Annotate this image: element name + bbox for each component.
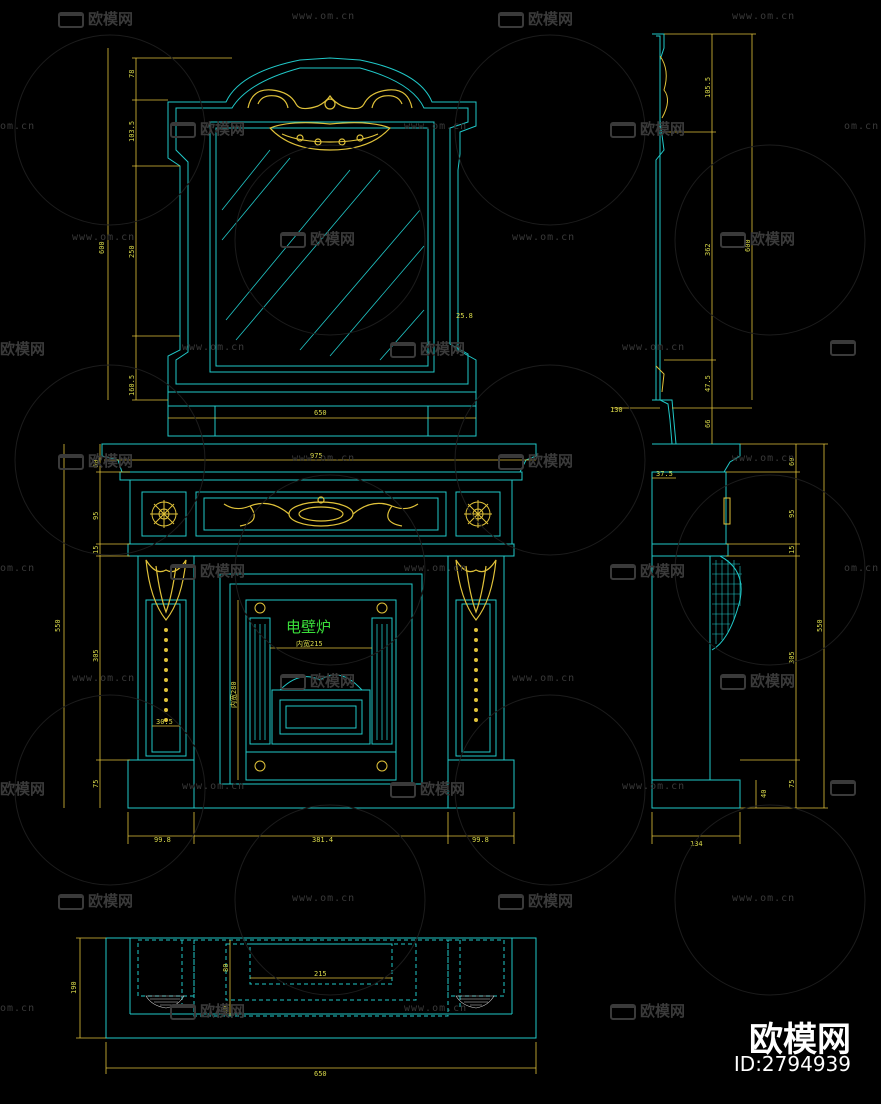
dim-side-top: 105.5 [704, 77, 712, 98]
watermark-url: www.om.cn [182, 781, 246, 792]
dim-total-h: 550 [54, 619, 62, 632]
dim-side-130: 130 [610, 406, 623, 414]
watermark: 欧模网 [610, 560, 685, 581]
dim-mantel-h: 60 [92, 460, 100, 468]
dim-width-975: 975 [310, 452, 323, 460]
watermark-url: www.om.cn [732, 11, 796, 22]
watermark-url: www.om.cn [404, 1003, 468, 1014]
dim-side-25: 25.8 [456, 312, 473, 320]
label-electric-fireplace: 电壁炉 [286, 618, 331, 636]
plan-view [105, 937, 537, 1039]
dim-lower-160: 160.5 [128, 375, 136, 396]
crown-ornament [247, 89, 413, 151]
dim-opening-w: 381.4 [312, 836, 333, 844]
watermark: 欧模网 [498, 8, 573, 29]
watermark: 欧模网 [720, 670, 795, 691]
dim-width-650: 650 [314, 409, 327, 417]
watermark: 欧模网 [720, 228, 795, 249]
dim-base-h: 75 [92, 780, 100, 788]
watermark [830, 338, 860, 356]
dim-plan-80: 80 [222, 964, 230, 972]
watermark: 欧模网 [610, 1000, 685, 1021]
watermark-url: om.cn [0, 1003, 36, 1014]
watermark-url: www.om.cn [622, 781, 686, 792]
dim-plan-40: 40 [222, 1006, 230, 1014]
watermark-url: om.cn [844, 563, 880, 574]
watermark-url: www.om.cn [292, 453, 356, 464]
dim-leg-h: 305 [92, 649, 100, 662]
watermark-url: om.cn [0, 121, 36, 132]
dim-side-15: 15 [788, 546, 796, 554]
plan-dimensions [76, 937, 537, 1074]
watermark-url: www.om.cn [732, 453, 796, 464]
dim-top-arch: 78 [128, 70, 136, 78]
watermark: 欧模网 [610, 118, 685, 139]
watermark-circles [14, 34, 866, 996]
watermark-url: www.om.cn [732, 893, 796, 904]
watermark-url: www.om.cn [292, 893, 356, 904]
watermark-url: www.om.cn [72, 673, 136, 684]
dim-mirror-600: 600 [98, 241, 106, 254]
dim-side-40: 40 [760, 790, 768, 798]
dim-side-95: 95 [788, 510, 796, 518]
side-elevation [651, 33, 742, 809]
dim-plan-inner: 215 [314, 970, 327, 978]
dim-side-550: 550 [816, 619, 824, 632]
watermark: 欧模网 [0, 340, 46, 358]
watermark: 欧模网 [498, 450, 573, 471]
dim-side-134: 134 [690, 840, 703, 848]
watermark: 欧模网 [280, 228, 355, 249]
watermark: 欧模网 [58, 890, 133, 911]
watermark-url: om.cn [0, 563, 36, 574]
watermark-url: www.om.cn [404, 563, 468, 574]
watermark: 欧模网 [170, 560, 245, 581]
watermark: 欧模网 [0, 780, 46, 798]
dim-base-w-right: 99.8 [472, 836, 489, 844]
dim-base-w-left: 99.8 [154, 836, 171, 844]
dim-side-362: 362 [704, 243, 712, 256]
watermark: 欧模网 [170, 118, 245, 139]
dim-side-305: 305 [788, 651, 796, 664]
watermark: 欧模网 [390, 338, 465, 359]
watermark: 欧模网 [170, 1000, 245, 1021]
watermark [830, 778, 860, 796]
dim-upper-103: 103.5 [128, 121, 136, 142]
watermark: 欧模网 [498, 890, 573, 911]
dim-col-w: 30.5 [156, 718, 173, 726]
dim-side-60: 60 [788, 458, 796, 466]
watermark-url: www.om.cn [512, 232, 576, 243]
dim-insert-h: 内宽280 [229, 681, 238, 708]
dim-side-600: 600 [744, 239, 752, 252]
dim-mirror-250: 250 [128, 245, 136, 258]
dim-band-h: 15 [92, 546, 100, 554]
watermark-url: www.om.cn [72, 232, 136, 243]
rosette-right [464, 500, 492, 528]
rosette-left [150, 500, 178, 528]
dim-plan-depth: 190 [70, 981, 78, 994]
side-dimensions [612, 33, 828, 844]
watermark-url: www.om.cn [622, 342, 686, 353]
front-dimensions [63, 48, 536, 844]
front-elevation [101, 57, 537, 809]
watermark-url: www.om.cn [182, 342, 246, 353]
frieze-scroll [223, 496, 419, 527]
dim-side-66: 66 [704, 420, 712, 428]
watermark-url: om.cn [844, 121, 880, 132]
watermark-url: www.om.cn [292, 11, 356, 22]
watermark-url: www.om.cn [404, 121, 468, 132]
dim-side-75: 75 [788, 780, 796, 788]
watermark: 欧模网 [58, 450, 133, 471]
dim-side-47: 47.5 [704, 375, 712, 392]
dim-frieze-h: 95 [92, 512, 100, 520]
watermark: 欧模网 [58, 8, 133, 29]
dim-insert-w: 内宽215 [296, 639, 323, 648]
watermark: 欧模网 [280, 670, 355, 691]
dim-plan-w: 650 [314, 1070, 327, 1078]
watermark: 欧模网 [390, 778, 465, 799]
watermark-url: www.om.cn [512, 673, 576, 684]
dim-side-37: 37.5 [656, 470, 673, 478]
brand-logo-text: 欧模网 [749, 1020, 851, 1060]
brand-id: ID:2794939 [733, 1052, 851, 1076]
